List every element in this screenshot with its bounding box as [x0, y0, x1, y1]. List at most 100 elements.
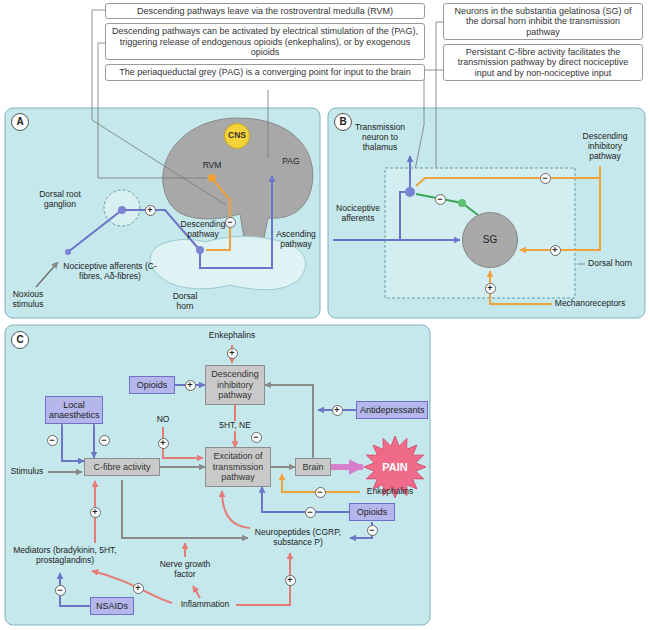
sign-marker: − — [47, 435, 58, 446]
dorsal-horn-neuron — [196, 246, 204, 254]
text-label: Dorsal horn — [588, 259, 632, 269]
sign-marker: + — [145, 205, 156, 216]
connector — [93, 424, 95, 458]
callout-box: Persistant C-fibre activity facilitates … — [443, 44, 643, 81]
ngf-arrow — [184, 543, 186, 557]
process-box: Excitation of transmission pathway — [205, 447, 271, 486]
text-label: Nociceptive afferents (C-fibres, Aδ-fibr… — [60, 262, 160, 282]
leader-line — [98, 43, 207, 178]
node-text: Local anaesthetics — [49, 400, 99, 421]
callout-box: Descending pathways can be activated by … — [105, 23, 425, 60]
connector — [62, 424, 84, 461]
afferent-neuron — [68, 210, 198, 252]
sign-marker: − — [435, 194, 446, 205]
sign-marker: + — [133, 583, 144, 594]
descending-branch — [416, 178, 600, 186]
callout-box: Neurons in the substantia gelatinosa (SG… — [443, 3, 643, 40]
node-text: B — [339, 116, 346, 128]
rvm-dot — [208, 174, 216, 182]
node-text: Opioids — [133, 380, 171, 390]
connector — [265, 385, 313, 458]
node-text: The periaqueductal grey (PAG) is a conve… — [111, 67, 419, 77]
text-label: PAG — [282, 157, 299, 167]
node-text: Persistant C-fibre activity facilitates … — [449, 47, 637, 78]
sg-neuron — [458, 199, 466, 207]
node-text: Antidepressants — [360, 405, 424, 415]
sign-marker: − — [251, 432, 262, 443]
callout-box: The periaqueductal grey (PAG) is a conve… — [105, 64, 425, 80]
text-label: Enkephalins — [209, 331, 255, 341]
text-label: Stimulus — [11, 467, 44, 477]
sign-marker: − — [540, 173, 551, 184]
neuropeptide-feedback — [222, 491, 250, 528]
node-text: A — [16, 116, 23, 128]
text-label: Descending pathway — [180, 220, 226, 240]
node-text: Descending pathways can be activated by … — [111, 26, 419, 57]
node-text: Neurons in the substantia gelatinosa (SG… — [449, 6, 637, 37]
drug-box: Opioids — [129, 376, 175, 394]
text-label: Noxious stimulus — [6, 290, 50, 310]
sg-interneuron — [416, 194, 478, 215]
sign-marker: − — [305, 507, 316, 518]
text-label: Dorsal horn — [165, 292, 205, 312]
panel-letter: A — [11, 113, 29, 131]
callout-box: Descending pathways leave via the rostro… — [105, 3, 425, 19]
mechanoreceptor-input — [490, 271, 552, 304]
text-label: Descending inhibitory pathway — [575, 132, 635, 161]
transmission-neuron — [405, 187, 415, 197]
connector — [271, 466, 295, 468]
node-text: Excitation of transmission pathway — [209, 451, 267, 482]
burst-outline — [364, 436, 426, 498]
drug-box: Local anaesthetics — [45, 396, 103, 425]
stimulus-arrow — [36, 262, 58, 287]
ganglion-cell — [118, 206, 126, 214]
sign-marker: + — [227, 348, 238, 359]
connector — [160, 466, 205, 468]
sign-marker: − — [367, 525, 378, 536]
panel-a — [5, 108, 320, 318]
sign-marker: + — [158, 438, 169, 449]
dorsal-horn-box — [385, 168, 575, 298]
sign-marker: − — [225, 217, 236, 228]
node-text: Descending inhibitory pathway — [209, 369, 261, 400]
panel-letter: B — [334, 113, 352, 131]
node-text: PAIN — [382, 461, 407, 474]
node-text: C — [16, 334, 23, 346]
text-label: Mechanoreceptors — [555, 299, 625, 309]
neuropeptide-arrow — [122, 480, 248, 538]
sign-marker: + — [485, 283, 496, 294]
node-text: Descending pathways leave via the rostro… — [111, 6, 419, 16]
descending-pathway — [206, 178, 230, 250]
text-label: Mediators (bradykinin, 5HT, prostaglandi… — [10, 546, 120, 566]
panel-c — [5, 325, 430, 625]
sg-circle: SG — [462, 212, 518, 268]
stimulus-arrow — [48, 471, 82, 473]
sign-marker: + — [90, 507, 101, 518]
drug-box: NSAIDs — [90, 597, 134, 615]
node-text: SG — [483, 234, 497, 246]
text-label: Nerve growth factor — [155, 560, 215, 580]
sign-marker: + — [185, 380, 196, 391]
panel-b — [328, 108, 645, 318]
sign-marker: − — [315, 487, 326, 498]
sign-marker: + — [332, 405, 343, 416]
text-label: Ascending pathway — [274, 230, 318, 250]
text-label: Inflammation — [181, 600, 230, 610]
connector — [331, 464, 363, 470]
panel-letter: C — [11, 331, 29, 349]
text-label: Transmission neuron to thalamus — [351, 123, 409, 152]
no-arrow — [163, 427, 203, 458]
text-label: NO — [157, 415, 170, 425]
drug-box: Antidepressants — [356, 401, 428, 419]
node-text: CNS — [228, 131, 246, 141]
afferent-branch — [400, 239, 460, 241]
leader-line — [268, 90, 269, 158]
process-box: Descending inhibitory pathway — [205, 365, 265, 404]
drug-box: Opioids — [349, 503, 395, 521]
sign-marker: + — [550, 245, 561, 256]
transmission-axon — [409, 156, 411, 187]
text-label: Neuropeptides (CGRP, substance P) — [252, 528, 344, 548]
node-text: NSAIDs — [94, 601, 130, 611]
edge-label: 5HT, NE — [217, 421, 253, 431]
